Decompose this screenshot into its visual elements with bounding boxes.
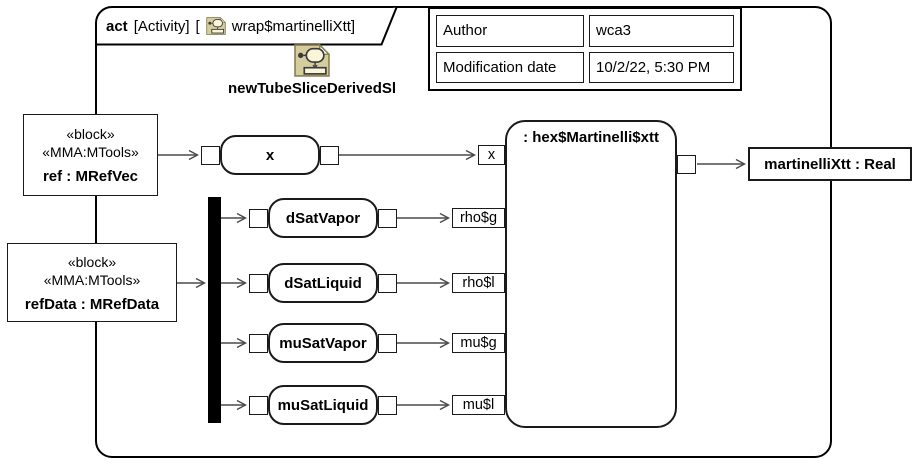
action-musatvapor[interactable]: muSatVapor [268,323,378,363]
frame-header: act [Activity] [ wrap$martinelliXtt] [106,13,355,39]
input-pin-x-action[interactable] [201,146,220,165]
pin-label: mu$l [462,397,495,413]
pin-label: rho$l [462,275,495,291]
output-pin-musatliquid[interactable] [378,396,397,415]
output-pin-musatvapor[interactable] [378,334,397,353]
output-pin-dsatvapor[interactable] [378,209,397,228]
action-label: dSatVapor [285,209,361,227]
activity-icon [205,17,226,35]
block-ref-mrefvec[interactable]: «block» «MMA:MTools» ref : MRefVec [23,114,158,196]
doc-table-author-label: Author [436,15,584,47]
output-pin-x-action[interactable] [320,146,339,165]
cba-pin-rhog[interactable]: rho$g [452,208,505,228]
call-behavior-title: : hex$Martinelli$xtt [523,129,659,146]
block-stereotype: «block» [66,126,115,142]
object-flow-edges[interactable] [158,155,744,405]
action-dsatvapor[interactable]: dSatVapor [268,198,378,238]
fork-node[interactable] [208,197,221,423]
input-pin-musatliquid[interactable] [249,396,268,415]
action-x[interactable]: x [220,135,320,175]
input-pin-musatvapor[interactable] [249,334,268,353]
output-pin-dsatliquid[interactable] [378,274,397,293]
action-dsatliquid[interactable]: dSatLiquid [268,263,378,303]
call-behavior-action[interactable]: : hex$Martinelli$xtt [505,120,677,428]
cba-pin-rhol[interactable]: rho$l [452,273,505,293]
frame-keyword: act [106,17,128,35]
block-stereotype: «block» [67,253,117,270]
doc-table-author-value: wca3 [589,15,734,47]
output-pin-cba[interactable] [677,155,696,174]
pin-label: mu$g [460,335,497,351]
frame-open-bracket: [ [195,17,200,35]
output-parameter-node[interactable]: martinelliXtt : Real [748,147,912,181]
block-stereotype: «MMA:MTools» [43,271,141,288]
action-label: muSatVapor [279,334,367,352]
cba-pin-x[interactable]: x [478,145,505,165]
diagram-shortcut-label: newTubeSliceDerivedSl [227,80,397,97]
doc-table[interactable]: Author wca3 Modification date 10/2/22, 5… [428,7,742,91]
action-label: x [265,146,275,164]
input-pin-dsatvapor[interactable] [249,209,268,228]
block-stereotype: «MMA:MTools» [42,144,139,160]
action-musatliquid[interactable]: muSatLiquid [268,385,378,425]
input-pin-dsatliquid[interactable] [249,274,268,293]
cba-pin-mug[interactable]: mu$g [452,333,505,353]
frame-kind: [Activity] [133,17,190,35]
doc-table-moddate-value: 10/2/22, 5:30 PM [589,51,734,83]
action-label: dSatLiquid [284,274,362,292]
pin-label: rho$g [459,210,498,226]
pin-label: x [487,147,496,163]
frame-name: wrap$martinelliXtt] [231,17,356,35]
action-label: muSatLiquid [277,396,369,414]
parameter-label: martinelliXtt : Real [764,155,896,173]
block-refdata-mrefdata[interactable]: «block» «MMA:MTools» refData : MRefData [7,243,177,322]
doc-table-moddate-label: Modification date [436,51,584,83]
diagram-shortcut[interactable]: newTubeSliceDerivedSl [212,44,412,97]
block-name: ref : MRefVec [42,168,139,185]
cba-pin-mul[interactable]: mu$l [452,395,505,415]
block-name: refData : MRefData [24,295,160,313]
activity-diagram-icon [294,44,330,77]
frame-name-tab[interactable] [96,7,398,46]
